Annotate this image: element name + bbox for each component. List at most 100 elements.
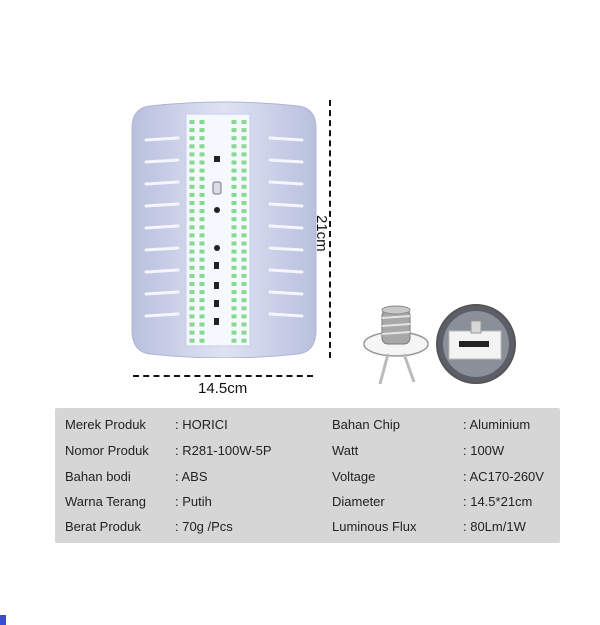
led-chip <box>241 192 247 197</box>
led-chip <box>231 120 237 124</box>
led-chip <box>241 298 247 303</box>
spec-label: Bahan bodi <box>65 469 131 484</box>
led-chip <box>231 282 237 286</box>
led-chip <box>199 128 205 133</box>
led-chip <box>241 330 247 335</box>
led-chip <box>241 306 247 311</box>
spec-table: Merek Produk : HORICI Nomor Produk : R28… <box>55 408 560 543</box>
led-chip <box>231 201 237 205</box>
led-chip <box>199 273 205 278</box>
led-chip <box>241 225 247 230</box>
led-chip <box>189 128 195 133</box>
spec-value: : R281-100W-5P <box>175 443 272 458</box>
led-chip <box>241 184 247 189</box>
led-chip <box>231 152 237 157</box>
width-dimension-line <box>133 375 313 377</box>
led-chip <box>199 290 205 295</box>
spec-value: : 70g /Pcs <box>175 519 233 534</box>
led-chip <box>189 257 195 262</box>
led-chip <box>189 290 195 295</box>
led-chip <box>231 314 237 319</box>
led-chip <box>231 128 237 133</box>
width-dimension-label: 14.5cm <box>198 380 248 397</box>
led-chip <box>189 249 195 254</box>
led-chip <box>199 265 205 270</box>
led-chip <box>231 290 237 295</box>
led-chip <box>199 152 205 157</box>
height-dimension-label: 21cm <box>313 215 330 252</box>
led-chip <box>199 314 205 319</box>
led-chip <box>231 298 237 303</box>
led-chip <box>231 168 237 173</box>
led-chip <box>241 168 247 173</box>
spec-label: Watt <box>332 443 359 458</box>
spec-label: Voltage <box>332 469 376 484</box>
led-chip <box>189 338 195 343</box>
led-chip <box>199 282 205 286</box>
led-chip <box>199 120 205 124</box>
led-chip <box>241 152 247 157</box>
spec-value: : ABS <box>175 469 208 484</box>
led-chip <box>241 338 247 343</box>
spec-value: : 100W <box>463 443 505 458</box>
spec-label: Warna Terang <box>65 494 146 509</box>
led-chip <box>231 160 237 165</box>
led-chip <box>189 306 195 311</box>
led-chip <box>231 330 237 335</box>
spec-label: Bahan Chip <box>332 417 400 432</box>
led-chip <box>199 160 205 165</box>
led-chip <box>189 298 195 303</box>
led-chip <box>189 282 195 286</box>
spec-label: Berat Produk <box>65 519 141 534</box>
led-chip <box>189 330 195 335</box>
led-chip <box>241 249 247 254</box>
led-chip <box>241 176 247 181</box>
led-chip <box>199 217 205 222</box>
led-chip <box>199 201 205 205</box>
led-chip <box>189 168 195 173</box>
led-chip <box>231 209 237 214</box>
led-chip <box>189 273 195 278</box>
led-chip <box>241 160 247 165</box>
spec-label: Nomor Produk <box>65 443 149 458</box>
led-chip <box>199 192 205 197</box>
led-chip <box>189 152 195 157</box>
led-chip <box>199 168 205 173</box>
corner-mark <box>0 615 6 625</box>
led-chip <box>189 144 195 149</box>
led-chip <box>199 144 205 149</box>
led-chip <box>199 176 205 181</box>
led-chip <box>241 257 247 262</box>
led-chip <box>199 233 205 238</box>
led-chip <box>241 136 247 141</box>
led-chip <box>189 225 195 230</box>
led-chip <box>241 273 247 278</box>
led-chip <box>241 144 247 149</box>
led-chip <box>189 241 195 246</box>
spec-value: : 14.5*21cm <box>463 494 533 509</box>
led-chip <box>241 120 247 124</box>
spec-value: : 80Lm/1W <box>463 519 526 534</box>
led-chip <box>241 217 247 222</box>
led-chip <box>189 314 195 319</box>
led-chip <box>189 120 195 124</box>
led-chip <box>231 184 237 189</box>
led-chip <box>231 217 237 222</box>
led-chip <box>231 136 237 141</box>
led-chip <box>231 273 237 278</box>
led-chip <box>241 233 247 238</box>
led-chip <box>241 282 247 286</box>
led-chip <box>231 225 237 230</box>
led-chip <box>189 184 195 189</box>
led-chip <box>199 136 205 141</box>
led-chip <box>231 249 237 254</box>
led-chip <box>231 257 237 262</box>
led-chip <box>189 201 195 205</box>
spec-label: Diameter <box>332 494 385 509</box>
led-chip <box>189 322 195 327</box>
led-chip <box>241 209 247 214</box>
led-chip <box>231 241 237 246</box>
led-chip <box>231 144 237 149</box>
led-chip <box>241 322 247 327</box>
led-chip <box>189 233 195 238</box>
